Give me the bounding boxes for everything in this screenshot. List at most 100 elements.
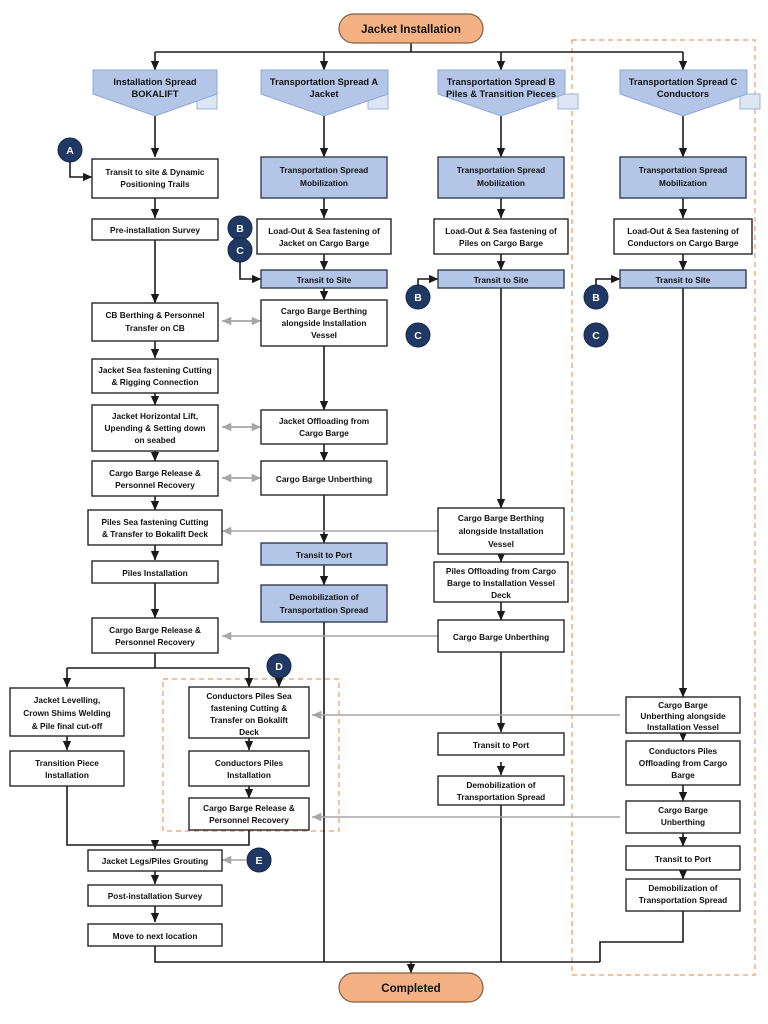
node-b-demobilization: Demobilization of Transportation Spread (437, 775, 565, 806)
node-b-transit-to-port: Transit to Port (437, 732, 565, 756)
header-transport-b-line2: Piles & Transition Pieces (446, 89, 556, 99)
node-transition-piece-installation: Transition Piece Installation (9, 750, 125, 787)
node-b-cbb-line2: alongside Installation (459, 526, 544, 536)
node-b-piles-offloading: Piles Offloading from Cargo Barge to Ins… (433, 561, 569, 603)
connector-c-piles-circle (405, 322, 431, 348)
node-cps-line1: Conductors Piles Sea (206, 691, 292, 701)
node-b-transit-site-label: Transit to Site (474, 275, 529, 285)
node-b-cbb-line1: Cargo Barge Berthing (458, 513, 544, 523)
node-c-transit-site-label: Transit to Site (656, 275, 711, 285)
start-terminator (338, 13, 484, 44)
node-cargo-barge-release-1: Cargo Barge Release & Personnel Recovery (91, 460, 219, 497)
node-c-cbua-line3: Installation Vessel (647, 722, 719, 732)
node-c-mobilization: Transportation Spread Mobilization (619, 156, 747, 199)
header-transport-c-line1: Transportation Spread C (629, 77, 738, 87)
node-pre-installation-survey: Pre-installation Survey (91, 218, 219, 241)
node-b-loadout-line1: Load-Out & Sea fastening of (445, 226, 557, 236)
node-a-demob-line2: Transportation Spread (280, 605, 369, 615)
node-post-installation-survey: Post-installation Survey (87, 884, 223, 907)
node-cps-line2: fastening Cutting & (211, 703, 288, 713)
node-a-unberth-label: Cargo Barge Unberthing (276, 474, 372, 484)
node-a-jacket-offloading: Jacket Offloading from Cargo Barge (260, 409, 388, 445)
node-a-mobilization: Transportation Spread Mobilization (260, 156, 388, 199)
node-b-offload-line3: Deck (491, 590, 511, 600)
node-c-cbua-line1: Cargo Barge (658, 700, 708, 710)
node-a-transit-site-label: Transit to Site (297, 275, 352, 285)
node-jacket-legs-grouting: Jacket Legs/Piles Grouting (87, 849, 223, 872)
node-ccbr-line1: Cargo Barge Release & (203, 803, 295, 813)
node-transition-piece-line2: Installation (45, 770, 89, 780)
node-pre-installation-survey-label: Pre-installation Survey (110, 225, 200, 235)
connector-c-jacket-label: C (236, 245, 244, 257)
node-c-offload-line3: Barge (671, 770, 695, 780)
header-transport-spread-a: Transportation Spread A Jacket (260, 69, 389, 117)
node-a-offload-line2: Cargo Barge (299, 428, 349, 438)
node-move-next-label: Move to next location (113, 931, 198, 941)
node-cps-line4: Deck (239, 727, 259, 737)
node-piles-seafast-line1: Piles Sea fastening Cutting (102, 517, 209, 527)
start-terminator-label: Jacket Installation (361, 24, 461, 36)
connector-c-conductors-circle (583, 322, 609, 348)
node-c-loadout-line1: Load-Out & Sea fastening of (627, 226, 739, 236)
node-c-mob-line2: Mobilization (659, 178, 707, 188)
node-transition-piece-line1: Transition Piece (35, 758, 99, 768)
node-cb-release-2-line2: Personnel Recovery (115, 637, 195, 647)
node-move-next-location: Move to next location (87, 923, 223, 947)
node-c-loadout-line2: Conductors on Cargo Barge (627, 238, 738, 248)
node-cb-berthing-line1: CB Berthing & Personnel (105, 310, 204, 320)
node-a-demobilization: Demobilization of Transportation Spread (260, 584, 388, 623)
node-jacket-lift-line1: Jacket Horizontal Lift, (112, 411, 198, 421)
node-piles-seafast-line2: & Transfer to Bokalift Deck (102, 529, 208, 539)
node-a-loadout-line1: Load-Out & Sea fastening of (268, 226, 380, 236)
connector-b-piles-label: B (414, 292, 422, 304)
end-terminator-label: Completed (381, 983, 440, 995)
node-piles-installation: Piles Installation (91, 560, 219, 584)
node-b-cbb-line3: Vessel (488, 539, 514, 549)
node-b-mob-line1: Transportation Spread (457, 165, 546, 175)
node-cpi-line2: Installation (227, 770, 271, 780)
header-installation-spread: Installation Spread BOKALIFT (92, 69, 218, 117)
node-c-cargo-barge-unberthing: Cargo Barge Unberthing (625, 800, 741, 834)
connector-e-label: E (255, 855, 262, 867)
node-a-mob-line1: Transportation Spread (280, 165, 369, 175)
node-b-demob-line1: Demobilization of (466, 780, 535, 790)
node-jacket-levelling-line1: Jacket Levelling, (34, 695, 100, 705)
node-ccbr-line2: Personnel Recovery (209, 815, 289, 825)
node-grouting-label: Jacket Legs/Piles Grouting (102, 856, 209, 866)
header-installation-spread-line1: Installation Spread (113, 77, 196, 87)
node-cb-release-2-line1: Cargo Barge Release & (109, 625, 201, 635)
header-transport-a-line2: Jacket (310, 89, 339, 99)
node-c-mob-line1: Transportation Spread (639, 165, 728, 175)
header-transport-spread-c: Transportation Spread C Conductors (619, 69, 761, 117)
node-a-mob-line2: Mobilization (300, 178, 348, 188)
node-c-demob-line2: Transportation Spread (639, 895, 728, 905)
header-installation-spread-line2: BOKALIFT (132, 89, 179, 99)
node-transit-site-dp-line1: Transit to site & Dynamic (105, 167, 205, 177)
node-piles-installation-label: Piles Installation (122, 568, 187, 578)
node-c-loadout-seafastening: Load-Out & Sea fastening of Conductors o… (613, 218, 753, 255)
node-cps-line3: Transfer on Bokalift (210, 715, 288, 725)
node-jacket-levelling: Jacket Levelling, Crown Shims Welding & … (9, 687, 125, 737)
node-b-loadout-seafastening: Load-Out & Sea fastening of Piles on Car… (433, 218, 569, 255)
node-a-cbb-line3: Vessel (311, 330, 337, 340)
node-c-cbua-line2: Unberthing alongside (640, 711, 726, 721)
header-transport-c-line2: Conductors (657, 89, 709, 99)
node-c-demob-line1: Demobilization of (648, 883, 717, 893)
node-a-cargo-barge-unberthing: Cargo Barge Unberthing (260, 460, 388, 496)
node-a-cbb-line2: alongside Installation (282, 318, 367, 328)
dashed-group-conductors-piles (162, 678, 340, 832)
node-jacket-lift-line3: on seabed (134, 435, 175, 445)
node-a-transit-port-label: Transit to Port (296, 550, 352, 560)
node-a-offload-line1: Jacket Offloading from (279, 416, 369, 426)
node-cpi-line1: Conductors Piles (215, 758, 284, 768)
node-cb-release-1-line2: Personnel Recovery (115, 480, 195, 490)
connector-a-label: A (66, 145, 74, 157)
node-jacket-seafastening-cutting: Jacket Sea fastening Cutting & Rigging C… (91, 358, 219, 394)
end-terminator (338, 972, 484, 1003)
node-conductors-cargo-barge-release: Cargo Barge Release & Personnel Recovery (188, 797, 310, 831)
node-c-offload-line1: Conductors Piles (649, 746, 718, 756)
connector-c-conductors-label: C (592, 330, 600, 342)
node-b-cargo-barge-unberthing: Cargo Barge Unberthing (437, 619, 565, 653)
